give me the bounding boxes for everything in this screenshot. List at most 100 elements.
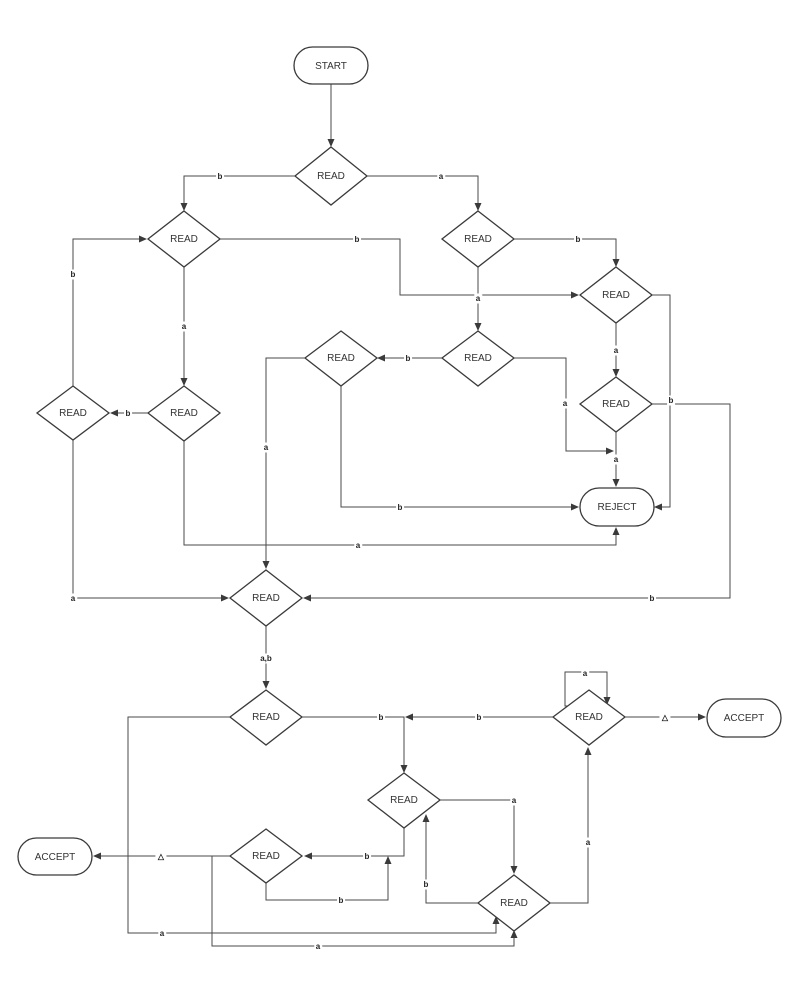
edge-label-background bbox=[574, 234, 583, 245]
start-node: START bbox=[293, 46, 369, 85]
edge-n3-to-n4 bbox=[514, 238, 620, 267]
edge-label: a bbox=[182, 322, 187, 331]
edge-label: a bbox=[439, 172, 444, 181]
edge-label: a bbox=[614, 346, 619, 355]
edge-label: a,b bbox=[260, 654, 272, 663]
edge-label-background bbox=[377, 712, 386, 723]
decision-node-n7: READ bbox=[35, 385, 111, 441]
edge-label-background bbox=[314, 941, 323, 952]
edge-label: a bbox=[160, 929, 165, 938]
decision-node-n11: READ bbox=[228, 689, 304, 746]
decision-node-n4: READ bbox=[578, 266, 654, 324]
accept-label: ACCEPT bbox=[724, 713, 765, 724]
decision-label: READ bbox=[602, 290, 630, 301]
edge-label: a bbox=[512, 796, 517, 805]
edge-label-background bbox=[437, 171, 446, 182]
edge-label-background bbox=[584, 837, 593, 848]
edge-label: b bbox=[650, 594, 655, 603]
edge-label-background bbox=[612, 345, 621, 356]
edge-label-background bbox=[581, 668, 590, 679]
edge-label-background bbox=[155, 851, 167, 862]
edge-label-background bbox=[659, 712, 671, 723]
edge-label: b bbox=[365, 852, 370, 861]
edge-n7-to-n10 bbox=[72, 440, 229, 602]
edge-label: b bbox=[339, 896, 344, 905]
edge-n8-to-reject bbox=[340, 386, 579, 511]
edge-label: b bbox=[406, 354, 411, 363]
edge-n7-to-n2 bbox=[72, 235, 147, 386]
decision-label: READ bbox=[464, 234, 492, 245]
edge-label-background bbox=[262, 442, 271, 453]
edge-label: b bbox=[218, 172, 223, 181]
edge-n15-to-n12 bbox=[550, 747, 592, 904]
decision-node-n14: READ bbox=[228, 828, 304, 884]
edge-label: a bbox=[583, 669, 588, 678]
decision-label: READ bbox=[464, 353, 492, 364]
edge-label: b bbox=[576, 235, 581, 244]
decision-node-n12: READ bbox=[551, 689, 627, 746]
decision-label: READ bbox=[390, 795, 418, 806]
edge-label-background bbox=[258, 653, 274, 664]
accept-node-right: ACCEPT bbox=[706, 698, 782, 738]
edge-label-background bbox=[158, 928, 167, 939]
edge-label: b bbox=[477, 713, 482, 722]
edge-n13-to-n14 bbox=[304, 828, 405, 860]
edge-label: a bbox=[586, 838, 591, 847]
edge-label: a bbox=[316, 942, 321, 951]
decision-node-n8: READ bbox=[303, 330, 379, 387]
edge-label-background bbox=[648, 593, 657, 604]
edge-n11-to-n13 bbox=[302, 716, 408, 773]
start-label: START bbox=[315, 61, 347, 72]
edge-label-background bbox=[180, 321, 189, 332]
decision-label: READ bbox=[317, 171, 345, 182]
edge-label-background bbox=[667, 395, 676, 406]
decision-node-n15: READ bbox=[476, 874, 552, 932]
decision-label: READ bbox=[59, 408, 87, 419]
decision-node-n10: READ bbox=[228, 569, 304, 627]
edge-label-background bbox=[474, 293, 483, 304]
decision-label: READ bbox=[602, 399, 630, 410]
edge-label-background bbox=[69, 593, 78, 604]
accept-label: ACCEPT bbox=[35, 852, 76, 863]
edge-label-background bbox=[337, 895, 346, 906]
edge-label-background bbox=[353, 234, 362, 245]
edge-label: a bbox=[563, 399, 568, 408]
decision-label: READ bbox=[252, 851, 280, 862]
edge-label: a bbox=[476, 294, 481, 303]
edge-label-background bbox=[69, 269, 78, 280]
edge-label-background bbox=[510, 795, 519, 806]
decision-node-n9: READ bbox=[578, 376, 654, 433]
edge-n13-to-n15 bbox=[440, 799, 518, 874]
edge-label: a bbox=[71, 594, 76, 603]
edge-label: a bbox=[356, 541, 361, 550]
decision-label: READ bbox=[170, 234, 198, 245]
decision-node-n1: READ bbox=[293, 146, 369, 206]
decision-label: READ bbox=[252, 593, 280, 604]
decision-node-n13: READ bbox=[366, 772, 442, 829]
edge-label-background bbox=[354, 540, 363, 551]
edge-label: a bbox=[264, 443, 269, 452]
edge-label: b bbox=[71, 270, 76, 279]
edge-label-background bbox=[612, 454, 621, 465]
edge-label-background bbox=[422, 879, 431, 890]
edge-label: b bbox=[379, 713, 384, 722]
edge-label-background bbox=[404, 353, 413, 364]
reject-label: REJECT bbox=[598, 502, 637, 513]
decision-label: READ bbox=[170, 408, 198, 419]
decision-label: READ bbox=[327, 353, 355, 364]
edge-n11-to-n15 bbox=[127, 716, 500, 934]
edge-n2-to-n4 bbox=[220, 238, 579, 299]
edge-label: b bbox=[424, 880, 429, 889]
decision-label: READ bbox=[575, 712, 603, 723]
edge-label-background bbox=[561, 398, 570, 409]
edge-label-background bbox=[396, 502, 405, 513]
edge-n14-to-n15 bbox=[211, 856, 518, 947]
decision-label: READ bbox=[500, 898, 528, 909]
edge-label: b bbox=[669, 396, 674, 405]
edge-n9-to-n10 bbox=[303, 403, 731, 602]
edge-label: b bbox=[398, 503, 403, 512]
edge-n5-to-reject bbox=[183, 441, 620, 546]
edge-label-background bbox=[124, 408, 133, 419]
decision-label: READ bbox=[252, 712, 280, 723]
